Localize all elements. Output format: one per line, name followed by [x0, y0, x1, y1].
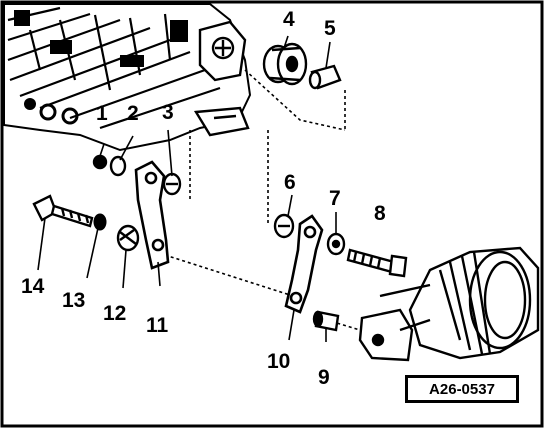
figure-reference-code: A26-0537: [405, 375, 519, 403]
rubber-bushing-4: [262, 42, 308, 86]
engine-block-illustration: [3, 3, 252, 152]
exhaust-pipe-illustration: [358, 246, 540, 362]
bracket-11: [134, 160, 170, 270]
nut-1: [92, 154, 108, 170]
callout-1: 1: [96, 102, 108, 125]
sleeve-9: [312, 310, 340, 332]
callout-3: 3: [162, 101, 174, 124]
callout-10: 10: [267, 350, 291, 373]
callout-2: 2: [127, 102, 139, 125]
callout-7: 7: [329, 187, 341, 210]
bolt-14: [32, 194, 94, 228]
nut-6: [273, 213, 295, 239]
callout-6: 6: [284, 171, 296, 194]
sleeve-5: [308, 64, 342, 90]
spring-washer-12: [116, 224, 140, 252]
callout-14: 14: [21, 275, 45, 298]
washer-7: [326, 232, 346, 256]
callout-4: 4: [283, 8, 295, 31]
callout-12: 12: [103, 302, 127, 325]
callout-8: 8: [374, 202, 386, 225]
nut-3: [162, 172, 182, 196]
callout-13: 13: [62, 289, 86, 312]
callout-11: 11: [146, 314, 169, 337]
callout-9: 9: [318, 366, 330, 389]
bracket-10: [284, 214, 324, 314]
callout-5: 5: [324, 17, 336, 40]
bolt-8: [346, 248, 408, 278]
washer-13: [93, 213, 107, 231]
washer-2: [109, 155, 127, 177]
mounting-bracket: [193, 20, 250, 137]
